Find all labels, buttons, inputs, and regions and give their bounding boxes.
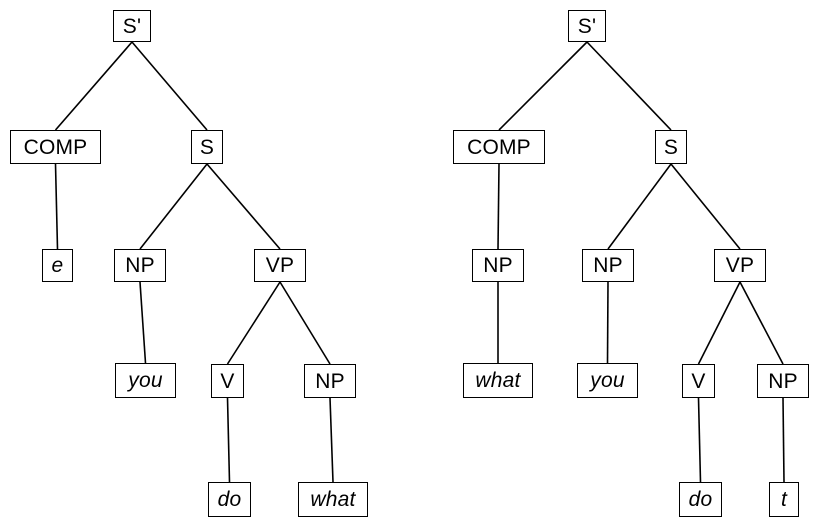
tree-node-l-what: what [298, 482, 368, 517]
tree-node-label: NP [593, 254, 623, 277]
tree-edge-L-NP2-to-L-what [329, 397, 334, 483]
tree-node-label: COMP [467, 135, 531, 159]
tree-node-l-vp: VP [254, 249, 306, 282]
tree-node-label: NP [483, 254, 513, 277]
tree-node-r-v: V [682, 364, 715, 398]
tree-edge-L-Sbar-to-L-S [131, 41, 208, 131]
tree-node-l-comp: COMP [10, 130, 101, 164]
tree-node-label: NP [125, 254, 155, 277]
tree-node-label: VP [265, 254, 295, 277]
tree-node-label: V [691, 369, 706, 393]
tree-node-r-vp: VP [714, 249, 766, 282]
tree-node-label: S' [577, 14, 597, 38]
tree-node-r-do: do [679, 482, 722, 517]
tree-edge-L-S-to-L-VP [206, 163, 281, 250]
tree-edge-R-S-to-R-NP1 [607, 163, 672, 250]
tree-node-label: NP [315, 369, 345, 393]
tree-edge-R-COMP-to-R-NP0 [497, 163, 500, 250]
tree-edge-R-NP1-to-R-you [606, 281, 609, 364]
tree-node-label: you [128, 369, 163, 392]
tree-node-r-t: t [769, 482, 799, 517]
tree-node-r-np1: NP [582, 249, 634, 282]
tree-edge-R-NP2-to-R-t [782, 397, 785, 483]
tree-edge-L-VP-to-L-NP2 [279, 281, 331, 365]
tree-node-l-you: you [115, 363, 176, 398]
tree-node-l-do: do [208, 482, 251, 517]
tree-node-r-sbar: S' [568, 10, 606, 42]
tree-node-l-s: S [191, 130, 223, 164]
tree-node-l-v: V [211, 364, 244, 398]
tree-edge-L-VP-to-L-V [226, 281, 281, 365]
tree-node-label: you [590, 369, 625, 392]
tree-edge-L-Sbar-to-L-COMP [54, 41, 133, 131]
tree-node-label: t [780, 488, 788, 511]
tree-edge-R-VP-to-R-V [697, 281, 741, 365]
tree-node-r-np0: NP [472, 249, 524, 282]
tree-edge-L-COMP-to-L-e [54, 163, 59, 250]
tree-edge-R-V-to-R-do [697, 397, 702, 483]
tree-node-r-you: you [577, 363, 638, 398]
tree-edge-R-S-to-R-VP [670, 163, 741, 250]
tree-node-label: do [217, 488, 242, 511]
tree-edge-L-S-to-L-NP1 [139, 163, 208, 250]
tree-node-label: COMP [23, 135, 88, 159]
tree-node-l-sbar: S' [113, 10, 151, 42]
tree-node-r-np2: NP [757, 364, 809, 398]
tree-node-label: what [310, 488, 356, 511]
tree-node-label: do [688, 488, 713, 511]
tree-edge-R-Sbar-to-R-S [586, 41, 672, 131]
tree-node-r-comp: COMP [453, 130, 545, 164]
tree-edge-L-V-to-L-do [226, 397, 231, 483]
tree-node-r-what: what [463, 363, 533, 398]
tree-node-label: V [220, 369, 235, 393]
tree-edge-R-Sbar-to-R-COMP [498, 41, 588, 131]
tree-node-label: S [199, 135, 215, 159]
tree-edge-L-NP1-to-L-you [139, 281, 147, 364]
tree-node-l-e: e [42, 249, 73, 282]
tree-node-r-s: S [655, 130, 687, 164]
tree-node-label: NP [768, 369, 798, 393]
tree-node-label: VP [725, 254, 755, 277]
tree-node-label: what [475, 369, 521, 392]
tree-edge-R-VP-to-R-NP2 [739, 281, 784, 365]
tree-node-label: S [663, 135, 679, 159]
tree-node-label: S' [122, 14, 142, 38]
tree-node-label: e [51, 254, 64, 277]
tree-node-l-np2: NP [304, 364, 356, 398]
tree-node-l-np1: NP [114, 249, 166, 282]
